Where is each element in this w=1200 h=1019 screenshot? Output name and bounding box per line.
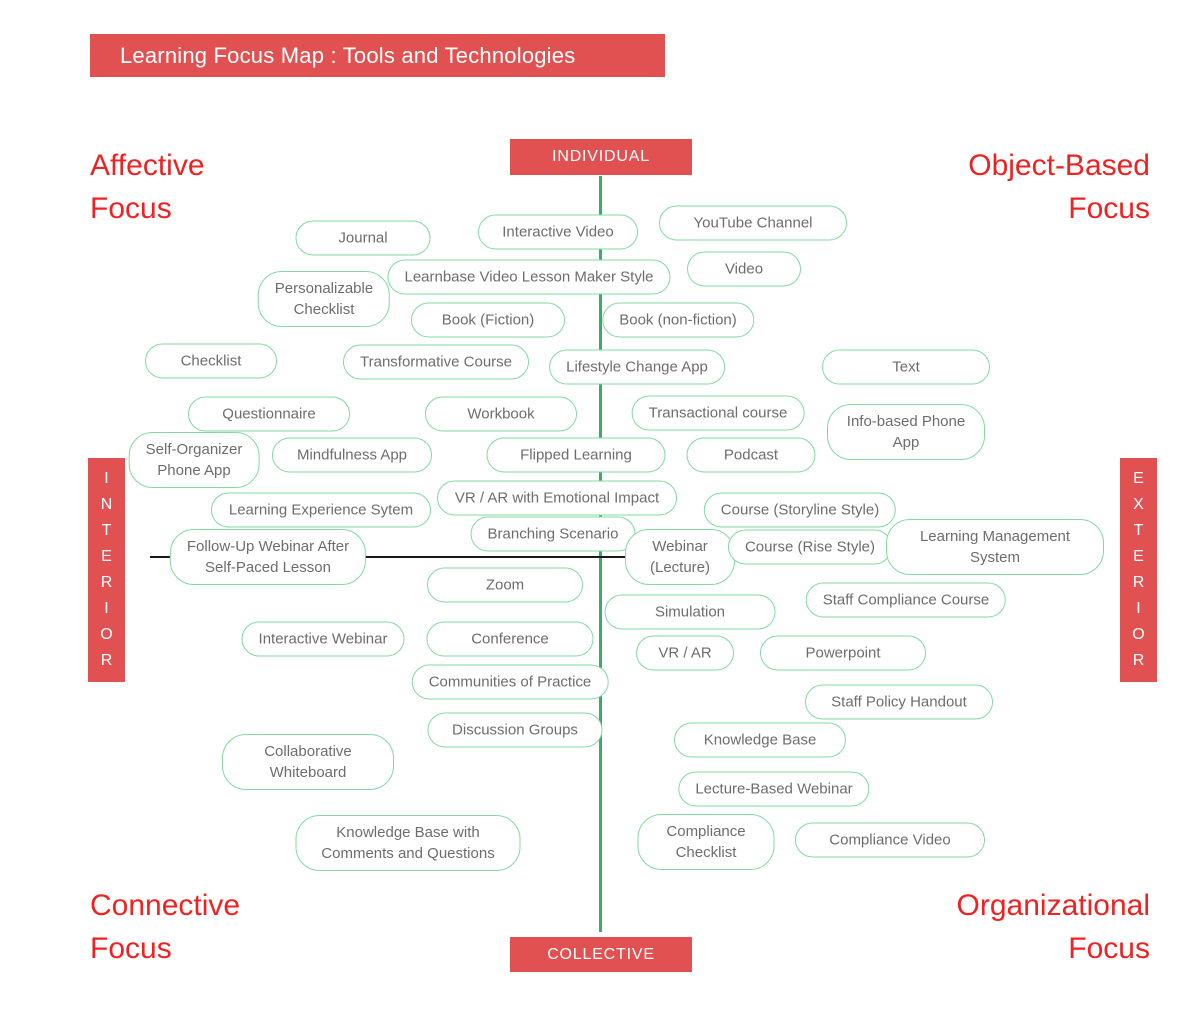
tool-node-pill: Conference <box>426 621 594 657</box>
tool-node-pill: YouTube Channel <box>659 205 847 241</box>
quadrant-label-object-based-focus: Object-Based Focus <box>968 149 1150 225</box>
tool-node-pill: Book (Fiction) <box>411 302 565 338</box>
tool-node-pill: VR / AR <box>636 635 734 671</box>
axis-banner-collective: COLLECTIVE <box>510 937 692 972</box>
tool-node-pill: Workbook <box>425 396 577 432</box>
vertical-axis-line <box>599 176 602 932</box>
tool-node-pill: Compliance Video <box>795 822 985 858</box>
tool-node-pill: Transactional course <box>631 395 805 431</box>
tool-node-pill: Lecture-Based Webinar <box>678 771 870 807</box>
tool-node-pill: Learnbase Video Lesson Maker Style <box>387 259 671 295</box>
tool-node-pill: Knowledge Base <box>674 722 846 758</box>
tool-node-pill: Questionnaire <box>188 396 350 432</box>
quadrant-label-organizational-focus: Organizational Focus <box>956 889 1150 965</box>
tool-node-pill: Flipped Learning <box>486 437 666 473</box>
tool-node-pill: Transformative Course <box>343 344 529 380</box>
tool-node-pill: Learning Experience Sytem <box>211 492 431 528</box>
tool-node-pill: Book (non-fiction) <box>602 302 754 338</box>
tool-node-pill: Learning Management System <box>886 519 1104 575</box>
tool-node-pill: Self-Organizer Phone App <box>128 432 260 488</box>
tool-node-pill: Discussion Groups <box>427 712 603 748</box>
tool-node-pill: Follow-Up Webinar After Self-Paced Lesso… <box>169 529 367 585</box>
tool-node-pill: Staff Policy Handout <box>805 684 993 720</box>
tool-node-pill: Checklist <box>145 343 277 379</box>
quadrant-label-connective-focus: Connective Focus <box>90 889 241 965</box>
tool-node-pill: Personalizable Checklist <box>257 271 391 327</box>
tool-node-pill: Course (Storyline Style) <box>703 492 897 528</box>
tool-node-pill: Communities of Practice <box>411 664 609 700</box>
tool-node-pill: Branching Scenario <box>470 516 636 552</box>
tool-node-pill: Info-based Phone App <box>827 404 985 460</box>
tool-node-pill: Mindfulness App <box>272 437 432 473</box>
tool-node-pill: Course (Rise Style) <box>727 529 893 565</box>
tool-node-pill: Podcast <box>686 437 816 473</box>
quadrant-label-affective-focus: Affective Focus <box>90 149 205 225</box>
tool-node-pill: Zoom <box>427 567 583 603</box>
tool-node-pill: Interactive Webinar <box>241 621 405 657</box>
tool-node-pill: Video <box>687 251 801 287</box>
tool-node-pill: Journal <box>295 220 431 256</box>
tool-node-pill: Webinar (Lecture) <box>625 529 735 585</box>
horizontal-axis-line <box>150 556 1000 558</box>
axis-banner-interior: I N T E R I O R <box>88 458 125 682</box>
tool-node-pill: Interactive Video <box>478 214 638 250</box>
tool-node-pill: VR / AR with Emotional Impact <box>437 480 677 516</box>
tool-node-pill: Staff Compliance Course <box>805 582 1007 618</box>
tool-node-pill: Text <box>822 349 990 385</box>
axis-banner-exterior: E X T E R I O R <box>1120 458 1157 682</box>
page-title: Learning Focus Map : Tools and Technolog… <box>90 34 665 77</box>
tool-node-pill: Lifestyle Change App <box>549 349 725 385</box>
tool-node-pill: Knowledge Base with Comments and Questio… <box>295 815 521 871</box>
tool-node-pill: Collaborative Whiteboard <box>222 734 394 790</box>
tool-node-pill: Compliance Checklist <box>637 814 775 870</box>
axis-banner-individual: INDIVIDUAL <box>510 139 692 175</box>
tool-node-pill: Powerpoint <box>760 635 926 671</box>
tool-node-pill: Simulation <box>604 594 776 630</box>
